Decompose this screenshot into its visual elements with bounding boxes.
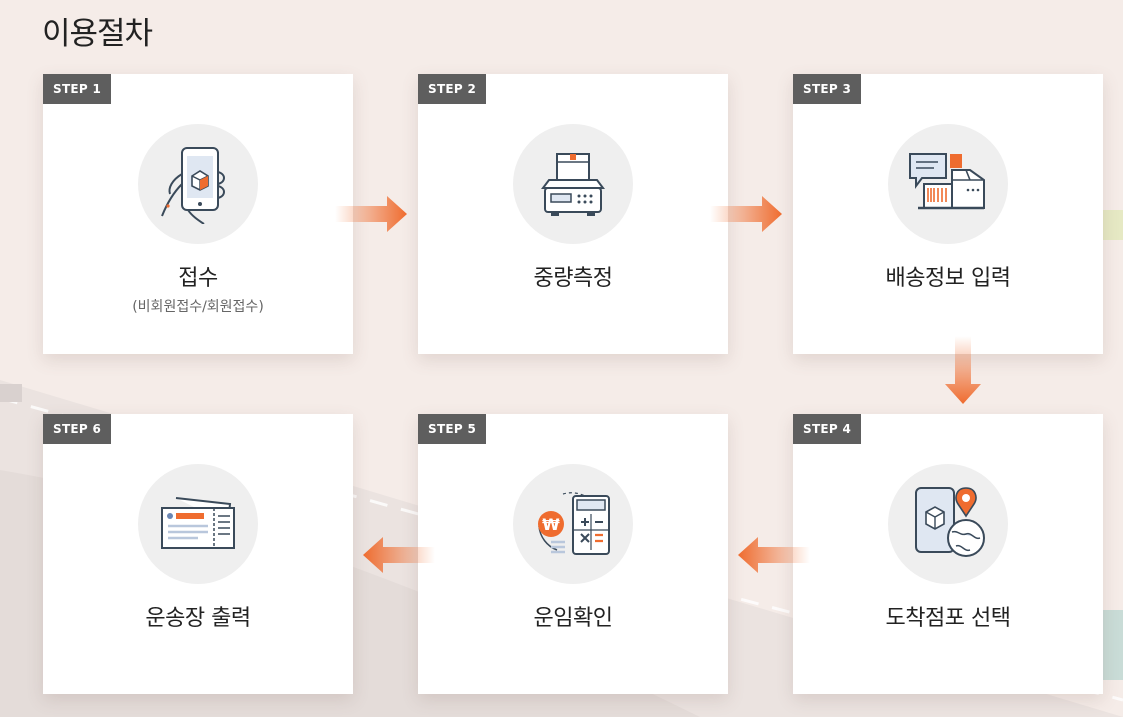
waybill-icon — [138, 464, 258, 584]
step-card-4: STEP 4 도착점포 선택 — [793, 414, 1103, 694]
step-badge: STEP 5 — [418, 414, 487, 444]
page-title: 이용절차 — [42, 16, 153, 52]
step-title: 중량측정 — [533, 266, 613, 291]
phone-box-icon — [138, 124, 258, 244]
step-title: 도착점포 선택 — [885, 606, 1011, 631]
step-card-1: STEP 1 접수 (비회원접수/회원접수) — [43, 74, 353, 354]
step-badge: STEP 2 — [418, 74, 487, 104]
step-title: 운송장 출력 — [145, 606, 251, 631]
step-card-3: STEP 3 배송정보 입력 — [793, 74, 1103, 354]
step-subtitle: (비회원접수/회원접수) — [132, 299, 264, 315]
arrow-left-icon — [738, 537, 810, 573]
step-title: 배송정보 입력 — [885, 266, 1011, 291]
shipping-info-icon — [888, 124, 1008, 244]
step-badge: STEP 4 — [793, 414, 862, 444]
step-badge: STEP 6 — [43, 414, 112, 444]
step-card-2: STEP 2 중량측정 — [418, 74, 728, 354]
arrow-right-icon — [335, 196, 407, 232]
step-title: 접수 — [178, 266, 218, 291]
step-card-6: STEP 6 운송장 출력 — [43, 414, 353, 694]
arrow-right-icon — [710, 196, 782, 232]
location-globe-icon — [888, 464, 1008, 584]
step-title: 운임확인 — [533, 606, 613, 631]
arrow-left-icon — [363, 537, 435, 573]
step-card-5: STEP 5 ₩ 운임확인 — [418, 414, 728, 694]
step-badge: STEP 3 — [793, 74, 862, 104]
calculator-won-icon: ₩ — [513, 464, 633, 584]
svg-text:₩: ₩ — [542, 515, 560, 534]
scale-icon — [513, 124, 633, 244]
arrow-down-icon — [945, 336, 981, 404]
step-badge: STEP 1 — [43, 74, 112, 104]
